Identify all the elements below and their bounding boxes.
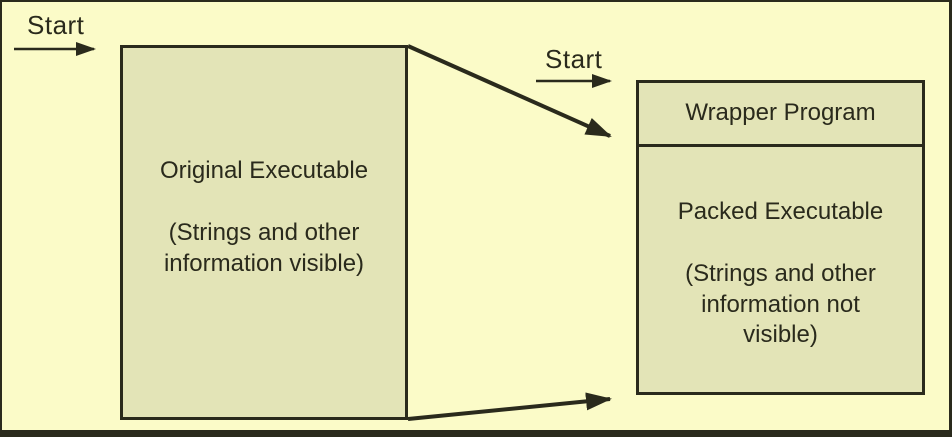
start-label-left: Start [27, 10, 85, 40]
packed-executable-note: (Strings and other information not visib… [685, 259, 876, 350]
start-label-right: Start [545, 44, 603, 74]
wrapper-program-title: Wrapper Program [685, 99, 876, 127]
packed-executable-section: Packed Executable (Strings and other inf… [639, 147, 922, 392]
packed-note-line-3: visible) [743, 320, 818, 348]
wrapper-program-section: Wrapper Program [639, 83, 922, 147]
packed-program-box: Wrapper Program Packed Executable (Strin… [636, 80, 925, 395]
packed-executable-title: Packed Executable [677, 197, 884, 225]
original-note-line-1: (Strings and other [168, 219, 360, 247]
original-executable-note: (Strings and other information visible) [164, 218, 364, 279]
original-executable-box: Original Executable (Strings and other i… [120, 45, 408, 420]
original-note-line-2: information visible) [163, 249, 365, 277]
packed-note-line-2: information not [701, 290, 860, 318]
unpack-arrow-bottom [407, 392, 612, 421]
original-executable-title: Original Executable [159, 156, 369, 184]
packed-note-line-1: (Strings and other [685, 260, 876, 288]
